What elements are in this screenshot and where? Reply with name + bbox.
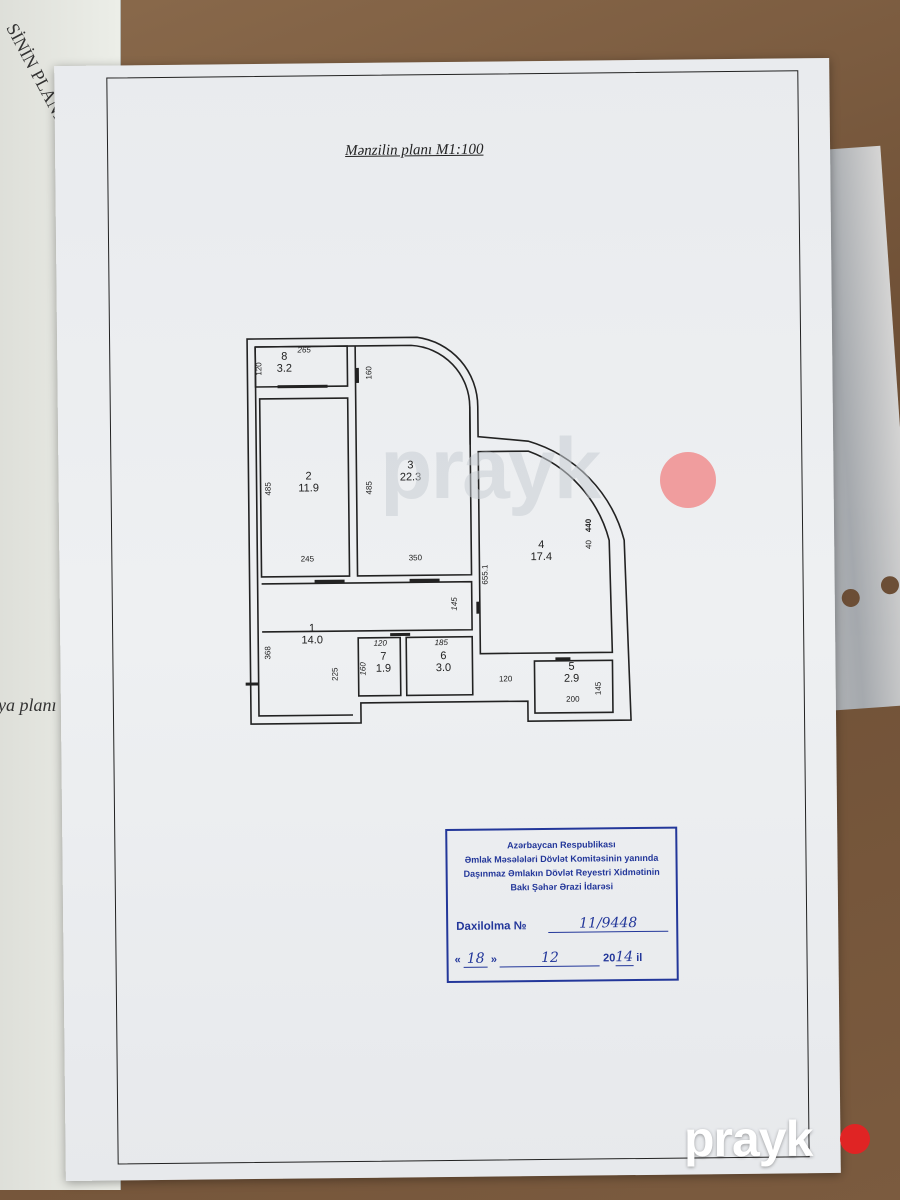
floor-plan-drawing: 8 3.2 2 11.9 3 22.3 4 17.4 1 14.0 7 1.9 …: [245, 336, 632, 725]
room-area: 22.3: [400, 471, 422, 483]
date-month: 12: [499, 949, 601, 968]
stamp-date: « 18 » 12 2014 il: [454, 949, 670, 968]
room-5-outline: [533, 659, 614, 714]
brand-logo-dot: [840, 1124, 870, 1154]
side-page-plan-label: ya planı: [0, 695, 57, 715]
room-num: 4: [538, 539, 544, 551]
room-num: 1: [309, 622, 315, 634]
dim-label: 200: [566, 695, 580, 704]
room-area: 11.9: [298, 482, 319, 494]
dim-label: 120: [254, 362, 263, 376]
room-num: 2: [305, 470, 311, 482]
dim-label: 245: [301, 554, 315, 563]
stamp-reg-label: Daxilolma №: [456, 920, 527, 933]
dim-label: 160: [364, 366, 373, 380]
room-area: 3.0: [436, 662, 451, 674]
floor-plan-document: Mənzilin planı M1:100: [54, 57, 841, 1182]
date-suffix: il: [636, 951, 643, 965]
stamp-line: Daşınmaz Əmlakın Dövlət Reyestri Xidməti…: [463, 866, 660, 879]
room-3-outline: [354, 345, 473, 577]
door-openings: [277, 367, 571, 661]
dim-label: 265: [296, 345, 311, 354]
dim-label: 145: [450, 597, 459, 611]
room-2-outline: [258, 397, 351, 578]
room-area: 14.0: [301, 634, 323, 646]
outer-wall: [246, 336, 632, 725]
dim-label: 145: [594, 681, 603, 695]
dim-label: 485: [365, 481, 374, 495]
room-num: 3: [407, 459, 413, 471]
room-1-outline: [261, 580, 473, 633]
date-close-quote: »: [490, 953, 498, 966]
room-area: 17.4: [531, 551, 553, 563]
stamp-reg-number: 11/9448: [548, 914, 669, 933]
room-num: 7: [380, 651, 386, 663]
room-num: 6: [440, 650, 446, 662]
room-num: 5: [568, 661, 574, 673]
punch-hole: [880, 575, 900, 595]
dim-label: 40: [584, 539, 593, 549]
dim-label: 350: [409, 553, 423, 562]
brand-logo: prayk: [684, 1111, 813, 1167]
date-year-suffix: 14: [615, 949, 634, 967]
room-6-outline: [405, 635, 474, 697]
dim-label: 160: [358, 662, 367, 676]
room-7-outline: [357, 636, 402, 697]
dim-label: 440: [584, 518, 593, 532]
dim-label: 225: [330, 667, 339, 681]
dim-label: 485: [264, 482, 273, 496]
watermark-dot: [660, 452, 716, 508]
room-area: 2.9: [564, 673, 579, 685]
dim-label: 368: [263, 646, 272, 660]
room-area: 1.9: [376, 663, 391, 675]
date-year-prefix: 20: [602, 952, 616, 965]
dim-label: 120: [499, 674, 513, 683]
dim-label: 120: [374, 639, 388, 648]
dim-label: 185: [435, 638, 449, 647]
date-open-quote: «: [454, 953, 461, 966]
room-4-outline: [477, 450, 614, 655]
registry-stamp: Azərbaycan Respublikası Əmlak Məsələləri…: [445, 826, 679, 984]
room-area: 3.2: [277, 363, 292, 375]
inner-wall-line: [254, 344, 471, 717]
dim-label: 655.1: [480, 564, 489, 585]
watermark-text: prayk: [380, 421, 601, 517]
stamp-line: Bakı Şəhər Ərazi İdarəsi: [510, 881, 614, 893]
punch-hole: [841, 588, 861, 608]
room-num: 8: [281, 351, 287, 363]
date-day: 18: [463, 950, 488, 968]
